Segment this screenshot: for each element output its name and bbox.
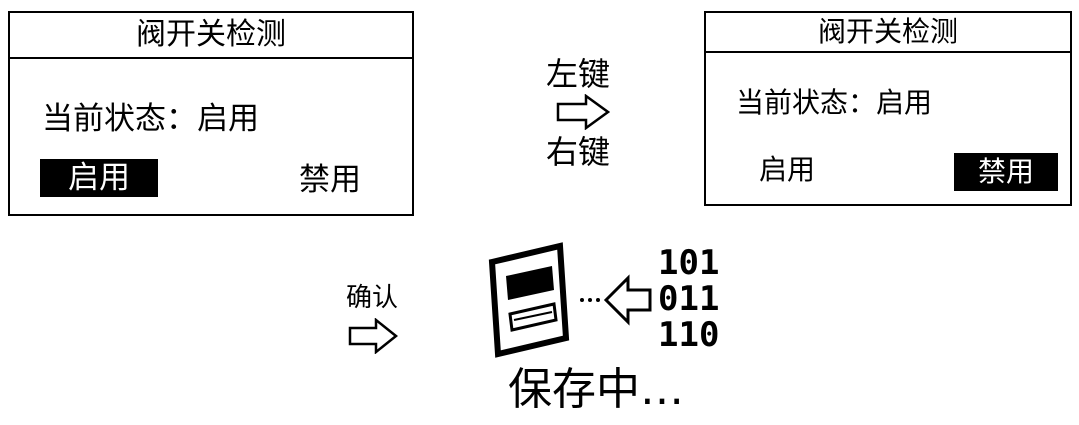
enable-option-selected[interactable]: 启用 xyxy=(40,159,158,197)
confirm-arrow-icon xyxy=(348,318,398,354)
binary-row: 101 xyxy=(658,243,719,283)
memory-card-icon xyxy=(488,242,570,358)
lcd-screen-before: 阀开关检测 当前状态：启用 启用 禁用 xyxy=(8,11,414,216)
binary-row: 110 xyxy=(658,315,719,355)
left-key-label: 左键 xyxy=(546,55,611,93)
disable-option[interactable]: 禁用 xyxy=(299,162,361,198)
current-status: 当前状态：启用 xyxy=(42,101,259,137)
disable-option-selected[interactable]: 禁用 xyxy=(954,153,1058,191)
current-status: 当前状态：启用 xyxy=(736,86,933,119)
dotted-line-icon xyxy=(580,298,600,302)
right-arrow-icon xyxy=(556,94,610,130)
enable-option[interactable]: 启用 xyxy=(758,153,815,186)
left-arrow-icon xyxy=(603,274,652,326)
confirm-label: 确认 xyxy=(346,283,399,313)
right-key-label: 右键 xyxy=(546,133,611,171)
saving-status-text: 保存中… xyxy=(508,364,684,415)
screen-title: 阀开关检测 xyxy=(10,13,412,59)
binary-data-icon: 101 011 110 xyxy=(658,243,719,355)
lcd-screen-after: 阀开关检测 当前状态：启用 启用 禁用 xyxy=(704,11,1072,206)
screen-title: 阀开关检测 xyxy=(706,13,1070,53)
binary-row: 011 xyxy=(658,279,719,319)
save-to-memory-icon: 101 011 110 xyxy=(488,242,719,358)
